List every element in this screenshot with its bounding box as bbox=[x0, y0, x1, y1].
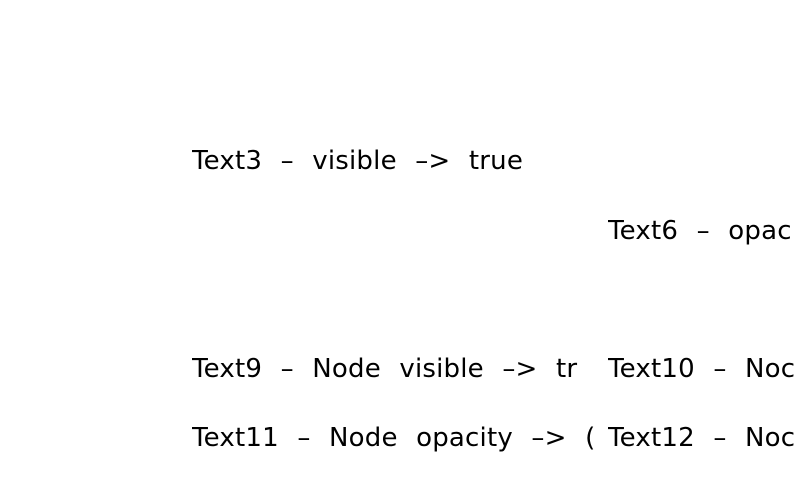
text9-label: Text9 – Node visible –> tr bbox=[192, 354, 578, 384]
text6-container: Text6 – opac bbox=[608, 211, 800, 251]
text11-label: Text11 – Node opacity –> ( bbox=[192, 423, 596, 453]
text10-label: Text10 – Noc bbox=[608, 354, 796, 384]
text3-label: Text3 – visible –> true bbox=[192, 146, 524, 176]
text3-container: Text3 – visible –> true bbox=[192, 141, 608, 181]
text12-label: Text12 – Noc bbox=[608, 423, 796, 453]
text10-container: Text10 – Noc bbox=[608, 349, 800, 389]
text9-container: Text9 – Node visible –> tr bbox=[192, 349, 608, 389]
text11-container: Text11 – Node opacity –> ( bbox=[192, 418, 608, 458]
text6-label: Text6 – opac bbox=[608, 216, 792, 246]
text12-container: Text12 – Noc bbox=[608, 418, 800, 458]
